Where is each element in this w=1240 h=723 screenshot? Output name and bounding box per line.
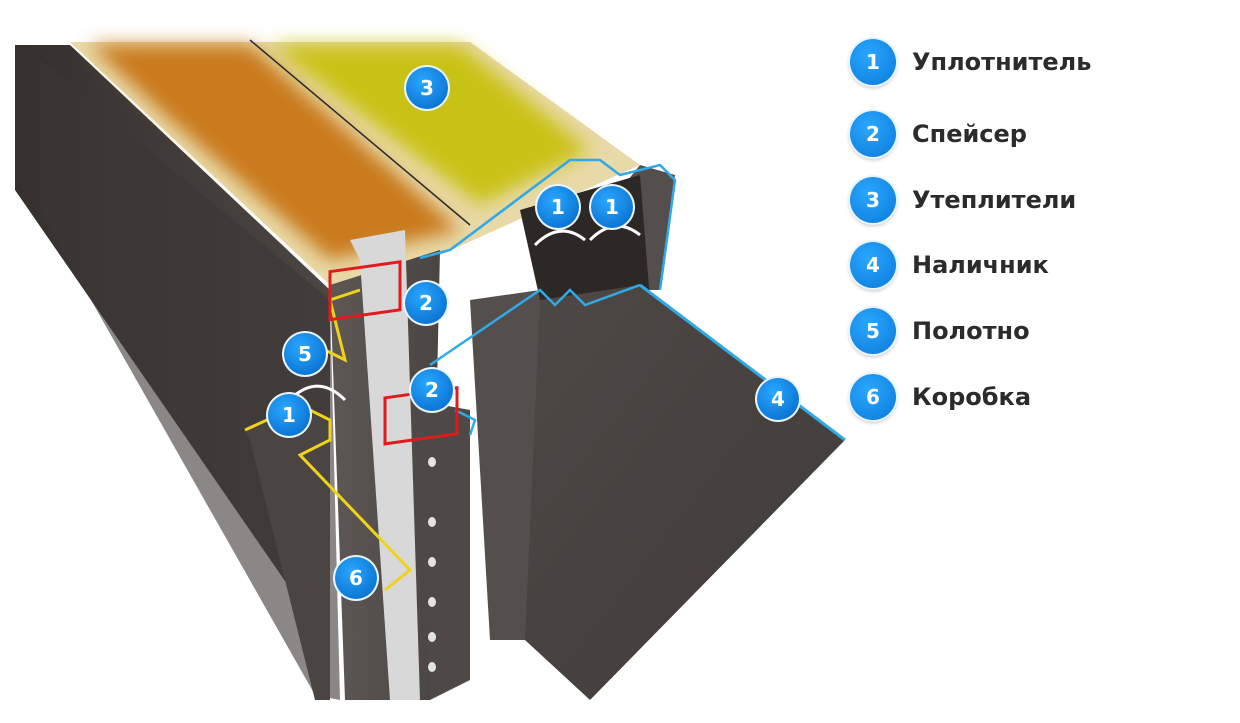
frame-right-outline <box>454 408 477 436</box>
legend-label: Спейсер <box>912 120 1027 148</box>
callout-number: 2 <box>419 291 433 315</box>
frame-top-outline <box>419 158 677 291</box>
callout-number: 3 <box>420 76 434 100</box>
legend-label: Утеплители <box>912 186 1077 214</box>
frame-step-outline <box>429 283 641 367</box>
callout-number: 6 <box>349 566 363 590</box>
trim-panel <box>525 285 845 700</box>
legend-badge: 3 <box>850 177 896 223</box>
legend-item-insulation: 3 Утеплители <box>850 176 1230 224</box>
callout-badge-6: 6 <box>333 555 379 601</box>
legend-label: Наличник <box>912 251 1049 279</box>
callout-badge-1: 1 <box>535 184 581 230</box>
trim-outline <box>639 283 846 442</box>
profile-holes <box>428 457 436 672</box>
callout-badges: 3 1 1 2 5 2 1 4 6 <box>266 65 801 601</box>
legend-item-spacer: 2 Спейсер <box>850 110 1230 158</box>
callout-number: 1 <box>282 403 296 427</box>
legend-badge: 5 <box>850 308 896 354</box>
legend-item-frame: 6 Коробка <box>850 373 1230 421</box>
frame-outer-panel <box>245 405 330 700</box>
frame-inner-channel <box>350 230 420 700</box>
box-outline-top <box>314 288 361 363</box>
legend-item-trim: 4 Наличник <box>850 241 1230 289</box>
frame-profile-center <box>415 400 470 700</box>
callout-number: 2 <box>425 378 439 402</box>
callout-number: 4 <box>771 387 785 411</box>
callout-badge-1: 1 <box>589 184 635 230</box>
callout-number: 1 <box>605 195 619 219</box>
door-leaf-edge <box>40 60 340 700</box>
callout-badge-1: 1 <box>266 392 312 438</box>
legend-badge: 4 <box>850 242 896 288</box>
callout-badge-5: 5 <box>282 331 328 377</box>
callout-number: 5 <box>298 342 312 366</box>
insulation-seam <box>249 39 471 226</box>
legend-badge: 6 <box>850 374 896 420</box>
callout-number: 1 <box>551 195 565 219</box>
callout-badge-2: 2 <box>403 280 449 326</box>
legend-badge: 1 <box>850 39 896 85</box>
callout-badge-2: 2 <box>409 367 455 413</box>
spacer-outline-upper <box>328 260 402 322</box>
sealant-loop-top-1 <box>533 229 586 247</box>
legend-item-leaf: 5 Полотно <box>850 307 1230 355</box>
insulation-layer <box>90 45 590 260</box>
legend-item-sealant: 1 Уплотнитель <box>850 38 1230 86</box>
callout-badge-3: 3 <box>404 65 450 111</box>
callout-badge-4: 4 <box>755 376 801 422</box>
legend-label: Коробка <box>912 383 1032 411</box>
legend-badge: 2 <box>850 111 896 157</box>
legend-label: Полотно <box>912 317 1030 345</box>
legend-label: Уплотнитель <box>912 48 1092 76</box>
